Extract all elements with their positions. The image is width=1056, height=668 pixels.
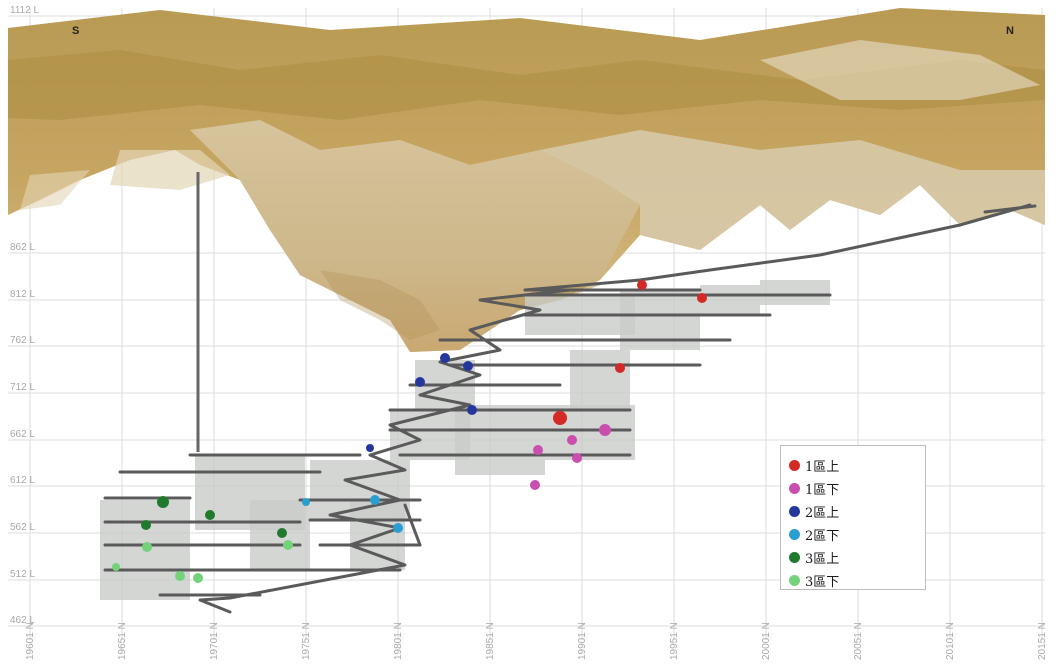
legend-label: 3區上 <box>805 552 840 567</box>
legend-label: 2區上 <box>805 506 840 521</box>
legend-label: 2區下 <box>805 529 840 544</box>
sample-point <box>553 411 567 425</box>
compass-south: S <box>72 25 79 37</box>
sample-point <box>567 435 577 445</box>
legend-dot-icon <box>789 575 800 586</box>
legend-dot-icon <box>789 506 800 517</box>
sample-point <box>697 293 707 303</box>
sample-point <box>533 445 543 455</box>
ramp-drive <box>118 453 422 547</box>
sample-point <box>277 528 287 538</box>
sample-point <box>463 361 473 371</box>
compass-north: N <box>1006 25 1014 37</box>
easting-label: 19751 N <box>301 622 312 660</box>
sample-point <box>370 495 380 505</box>
easting-label: 19851 N <box>485 622 496 660</box>
legend-dot-icon <box>789 460 800 471</box>
elevation-label: 812 L <box>10 289 35 300</box>
sample-point <box>366 444 374 452</box>
ramp-drive <box>198 203 1032 614</box>
sample-point <box>141 520 151 530</box>
easting-label: 20051 N <box>853 622 864 660</box>
sample-point <box>157 496 169 508</box>
sample-point <box>205 510 215 520</box>
easting-label: 20151 N <box>1037 622 1048 660</box>
sample-point <box>302 498 310 506</box>
legend-item: 3區下 <box>781 569 925 592</box>
stope-block <box>570 350 630 410</box>
sample-points <box>112 280 707 583</box>
elevation-label: 512 L <box>10 569 35 580</box>
easting-label: 19601 N <box>25 622 36 660</box>
elevation-label: 862 L <box>10 242 35 253</box>
sample-point <box>193 573 203 583</box>
sample-point <box>599 424 611 436</box>
sample-point <box>142 542 152 552</box>
easting-label: 19901 N <box>577 622 588 660</box>
legend-dot-icon <box>789 529 800 540</box>
elevation-label: 612 L <box>10 475 35 486</box>
legend: 1區上 1區下 2區上 2區下 3區上 3區下 <box>780 445 926 590</box>
ramp-network <box>103 203 1037 614</box>
elevation-label: 1112 L <box>10 5 40 16</box>
sample-point <box>175 571 185 581</box>
sample-point <box>112 563 120 571</box>
easting-label: 20101 N <box>945 622 956 660</box>
legend-dot-icon <box>789 552 800 563</box>
legend-dot-icon <box>789 483 800 494</box>
stope-block <box>310 460 410 520</box>
legend-label: 1區上 <box>805 460 840 475</box>
stope-block <box>455 405 545 475</box>
easting-label: 20001 N <box>761 622 772 660</box>
elevation-label: 762 L <box>10 335 35 346</box>
sample-point <box>393 523 403 533</box>
sample-point <box>467 405 477 415</box>
sample-point <box>440 353 450 363</box>
stope-block <box>760 280 830 305</box>
ramp-drive <box>523 288 832 317</box>
sample-point <box>530 480 540 490</box>
easting-label: 19951 N <box>669 622 680 660</box>
stope-block <box>700 285 760 315</box>
ramp-drive <box>103 496 402 597</box>
sample-point <box>283 540 293 550</box>
sample-point <box>637 280 647 290</box>
sample-point <box>572 453 582 463</box>
elevation-label: 712 L <box>10 382 35 393</box>
elevation-axis: 1112 L 862 L 812 L 762 L 712 L 662 L 612 L 562 … <box>10 5 40 626</box>
easting-label: 19701 N <box>209 622 220 660</box>
elevation-label: 462 L <box>10 615 35 626</box>
sample-point <box>615 363 625 373</box>
legend-item: 1區上 <box>781 454 925 477</box>
legend-label: 1區下 <box>805 483 840 498</box>
easting-axis: 19601 N 19651 N 19701 N 19751 N 19801 N 19851… <box>25 622 1048 660</box>
legend-item: 2區下 <box>781 523 925 546</box>
legend-item: 1區下 <box>781 477 925 500</box>
easting-label: 19651 N <box>117 622 128 660</box>
ramp-drive <box>403 204 1037 547</box>
legend-item: 2區上 <box>781 500 925 523</box>
sample-point <box>415 377 425 387</box>
easting-label: 19801 N <box>393 622 404 660</box>
legend-item: 3區上 <box>781 546 925 569</box>
elevation-label: 662 L <box>10 429 35 440</box>
legend-label: 3區下 <box>805 575 840 590</box>
elevation-label: 562 L <box>10 522 35 533</box>
ramp-drive <box>388 338 732 457</box>
